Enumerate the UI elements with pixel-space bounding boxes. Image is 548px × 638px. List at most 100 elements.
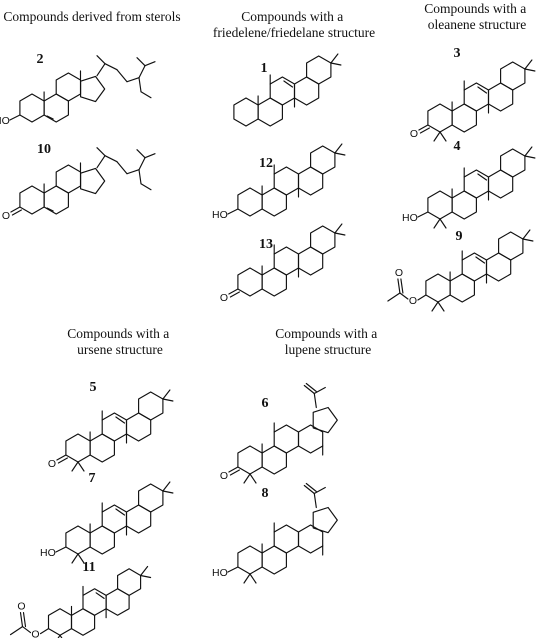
ring-A: [237, 445, 263, 475]
ethyl-bond-2: [140, 183, 152, 191]
ketone-oxygen-label: O: [48, 458, 56, 470]
ring-C: [273, 246, 300, 276]
ring-D: [297, 524, 324, 554]
ring-D: [80, 75, 106, 103]
structure-compound-10: O: [2, 147, 156, 222]
isopropenyl-methyl: [313, 386, 326, 395]
structure-compound-2: HO: [0, 55, 156, 127]
ring-B: [89, 525, 115, 555]
structure-compound-9: OO: [387, 229, 534, 312]
side-chain-bond: [138, 65, 146, 79]
ring-D: [297, 246, 324, 276]
ring-A: [425, 273, 451, 303]
e-methyl-2: [524, 68, 536, 72]
compound-number-4: 4: [454, 139, 461, 154]
c3-ketone-bond-2: [229, 291, 240, 298]
e-methyl-1: [330, 53, 339, 64]
ring-C: [461, 252, 488, 282]
ring-E: [310, 225, 336, 255]
ring-A: [233, 97, 259, 127]
isopropenyl-methyl: [313, 486, 326, 495]
hydroxyl-label: HO: [0, 115, 10, 127]
c4-methyl-1: [57, 634, 61, 638]
structure-compound-3: O: [410, 59, 536, 142]
e-methyl-2: [162, 490, 174, 494]
c3-oh-bond: [227, 208, 239, 215]
c4-methyl-1: [243, 473, 251, 484]
structure-compound-6: O: [220, 382, 338, 484]
e-methyl-2: [334, 152, 346, 156]
c3-oh-bond: [9, 114, 21, 121]
compound-number-3: 3: [454, 46, 461, 61]
e-methyl-2: [524, 155, 536, 159]
e-methyl-2: [162, 398, 174, 402]
e-methyl-2: [334, 232, 346, 236]
acetate-carbonyl-bond: [399, 292, 409, 300]
isopropenyl-double-1: [303, 384, 315, 395]
ring-C: [101, 504, 128, 534]
c4-methyl-2: [249, 473, 257, 484]
acetate-carbonyl-double-2: [22, 612, 27, 628]
ketone-oxygen-label: O: [2, 210, 10, 222]
ring-A: [427, 103, 453, 133]
ring-B: [257, 97, 283, 127]
structure-compound-13: O: [220, 223, 346, 304]
ring-E: [498, 231, 524, 261]
compound-number-1: 1: [261, 61, 268, 76]
acetate-ester-oxygen-label: O: [31, 629, 39, 638]
group-title-oleanene: Compounds with a oleanene structure: [424, 1, 529, 32]
acetate-carbonyl-double-1: [19, 612, 24, 628]
c4-methyl-2: [439, 218, 447, 229]
ring-E: [500, 61, 526, 91]
ring-C: [273, 166, 300, 196]
ethyl-bond-1: [138, 77, 142, 93]
c4-methyl-2: [437, 301, 445, 312]
acetate-ester-oxygen-label: O: [409, 295, 417, 307]
compound-number-9: 9: [456, 229, 463, 244]
c4-methyl-1: [71, 461, 79, 472]
e-methyl-1: [524, 59, 533, 70]
e-methyl-1: [162, 481, 171, 492]
e-methyl-1: [162, 389, 171, 400]
c3-ketone-bond: [228, 288, 239, 295]
structure-compound-8: HO: [212, 482, 338, 584]
c4-methyl-2: [77, 461, 85, 472]
ring-D: [487, 169, 514, 199]
group-title-sterols: Compounds derived from sterols: [3, 9, 180, 24]
compound-number-2: 2: [37, 52, 44, 67]
isopropyl-methyl-1: [136, 149, 146, 159]
ring-E: [138, 483, 164, 513]
structure-drawings: HOOHOOOHOOOOHOOOOHO: [0, 53, 536, 638]
e-methyl-2: [522, 238, 534, 242]
side-chain-bond: [96, 155, 106, 169]
ring-double-bond: [477, 86, 488, 94]
side-chain-methyl: [96, 147, 106, 157]
ring-E: [312, 406, 338, 434]
c4-methyl-2: [249, 573, 257, 584]
compound-number-6: 6: [262, 396, 269, 411]
ring-E: [117, 568, 142, 596]
e-methyl-2: [140, 574, 152, 579]
ring-double-bond: [475, 256, 486, 264]
acetate-carbonyl-double-1: [397, 278, 401, 294]
ring-B: [43, 185, 69, 215]
ring-double-bond: [46, 207, 54, 212]
ring-A: [19, 93, 45, 123]
side-chain-bond: [116, 161, 128, 175]
ring-double-bond: [115, 508, 126, 516]
ring-D: [125, 412, 152, 442]
ring-double-bond: [477, 173, 488, 181]
isopropenyl-double-2: [305, 482, 317, 493]
c3-oh-bond: [417, 211, 429, 218]
ring-D: [293, 76, 320, 106]
c3-ketone-bond-2: [57, 457, 68, 464]
side-chain-bond: [126, 77, 140, 83]
compound-number-7: 7: [89, 471, 96, 486]
ring-E: [306, 55, 332, 85]
ring-D: [297, 424, 324, 454]
side-chain-bond: [104, 63, 118, 71]
ring-C: [269, 76, 296, 106]
acetate-methyl-bond: [9, 626, 24, 636]
structure-compound-4: HO: [402, 146, 536, 229]
side-chain-methyl: [96, 55, 106, 65]
